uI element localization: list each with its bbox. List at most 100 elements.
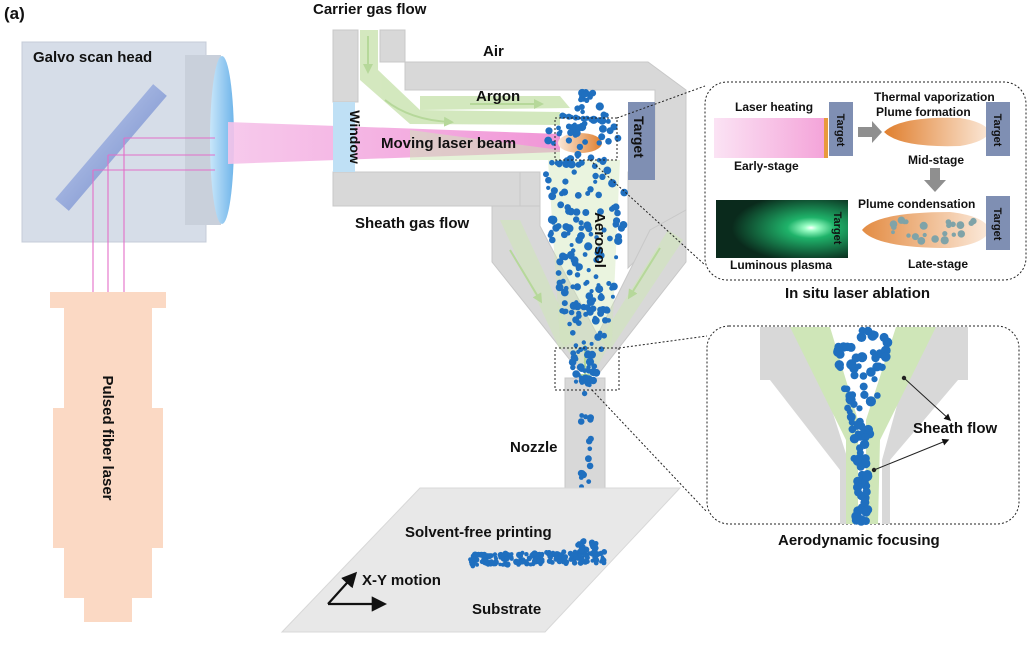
air-label: Air — [483, 43, 504, 60]
pulsed-fiber-laser: Pulsed fiber laser — [50, 292, 166, 622]
focus-particle — [854, 488, 863, 497]
printed-particle — [470, 563, 476, 569]
aerosol-particle — [598, 346, 605, 353]
aerosol-particle — [570, 364, 576, 371]
aerosol-particle — [563, 157, 570, 163]
aerosol-particle — [550, 187, 558, 195]
focus-particle — [874, 392, 881, 399]
printed-line — [468, 538, 608, 569]
printed-particle — [585, 559, 590, 564]
aerosol-particle — [591, 363, 598, 370]
aerosol-particle — [560, 288, 569, 297]
thermal-vaporization-label: Thermal vaporization — [874, 90, 995, 104]
aerosol-particle — [584, 350, 591, 357]
target — [628, 102, 655, 180]
printed-particle — [528, 562, 533, 567]
aerosol-particle — [546, 185, 551, 190]
aerosol-particle — [556, 161, 563, 168]
aerosol-particle — [602, 317, 609, 324]
condensed-particle — [946, 222, 952, 229]
printed-particle — [504, 561, 511, 568]
aerosol-particle — [586, 268, 591, 273]
aerosol-particle — [578, 220, 584, 226]
aerosol-particle — [566, 269, 573, 276]
aerosol-particle — [594, 235, 599, 240]
printed-particle — [575, 542, 581, 548]
aerosol-particle — [609, 206, 615, 212]
focusing-callout-box — [554, 347, 620, 391]
aerosol-particle — [607, 235, 613, 242]
printed-particle — [572, 549, 578, 554]
aerosol-particle — [574, 300, 579, 305]
focus-particle — [856, 332, 867, 343]
aerosol-particle — [614, 255, 619, 260]
aerosol-particle — [549, 236, 556, 244]
inset-target-1-label: Target — [834, 114, 846, 147]
aerosol-particle — [574, 105, 581, 112]
focus-particle — [846, 412, 856, 422]
aerosol-particle — [597, 293, 605, 302]
printed-particle — [547, 559, 552, 564]
printed-particle — [471, 556, 477, 562]
aerosol-particle — [555, 223, 562, 230]
aerosol-particle — [595, 285, 604, 294]
printed-particle — [475, 562, 479, 567]
aerosol-particle — [587, 382, 592, 388]
aerosol-particle — [582, 139, 588, 145]
condensed-particle — [897, 216, 906, 224]
condensed-particle — [911, 233, 919, 241]
aerosol-particle — [589, 289, 594, 294]
aerosol-particle — [614, 134, 622, 142]
aerosol-particle — [606, 127, 614, 135]
aerosol-particle — [568, 114, 574, 120]
condensed-particle — [906, 233, 911, 238]
aerosol-particle — [573, 379, 579, 384]
aerosol-particle — [597, 309, 605, 317]
printed-particle — [492, 552, 498, 557]
aerosol-particle — [575, 266, 581, 272]
focus-particle — [863, 326, 873, 336]
focus-particle — [856, 405, 863, 412]
printed-particle — [556, 558, 563, 565]
aerosol-label: Aerosol — [591, 212, 608, 268]
focus-particle — [879, 332, 889, 342]
aerosol-particle — [576, 143, 584, 151]
sheath-flow-label: Sheath flow — [913, 420, 998, 437]
aerosol-particle — [599, 173, 606, 180]
aerosol-particle — [620, 188, 628, 197]
stage-arrow-right-icon — [858, 121, 882, 143]
aerosol-particle — [561, 300, 568, 307]
gas-flow — [360, 30, 683, 380]
aerosol-particle — [570, 354, 578, 362]
aerosol-particle — [613, 223, 618, 228]
aerosol-particle — [583, 414, 589, 420]
aerosol-particle — [594, 333, 602, 341]
condensed-particle — [956, 221, 965, 230]
aerosol-particle — [593, 274, 599, 280]
aerosol-particle — [579, 413, 585, 418]
aerosol-particle — [567, 129, 574, 137]
aerosol-particle — [564, 204, 571, 211]
printed-particle — [513, 558, 520, 565]
focus-particle — [871, 376, 878, 383]
aerosol-particle — [587, 446, 593, 452]
aerosol-particle — [549, 159, 555, 166]
sheath-gas-label: Sheath gas flow — [355, 215, 470, 232]
aerosol-particle — [568, 309, 575, 316]
carrier-gas-label: Carrier gas flow — [313, 1, 427, 18]
aerosol-particle — [586, 479, 592, 484]
aerosol-particle — [617, 224, 626, 232]
printed-particle — [479, 559, 485, 565]
aerosol-particle — [574, 192, 582, 199]
aerosol-particle — [598, 133, 606, 141]
aerosol-particle — [573, 302, 582, 311]
aerosol-particle — [547, 215, 557, 224]
aerosol-particle — [581, 120, 588, 127]
aerosol-particle — [581, 390, 588, 397]
aerosol-particle — [613, 217, 621, 225]
printed-particle — [561, 549, 567, 555]
aerosol-particle — [597, 252, 605, 259]
laser-heating-label: Laser heating — [735, 100, 813, 114]
printed-particle — [529, 553, 534, 557]
aerosol-particle — [587, 416, 594, 423]
